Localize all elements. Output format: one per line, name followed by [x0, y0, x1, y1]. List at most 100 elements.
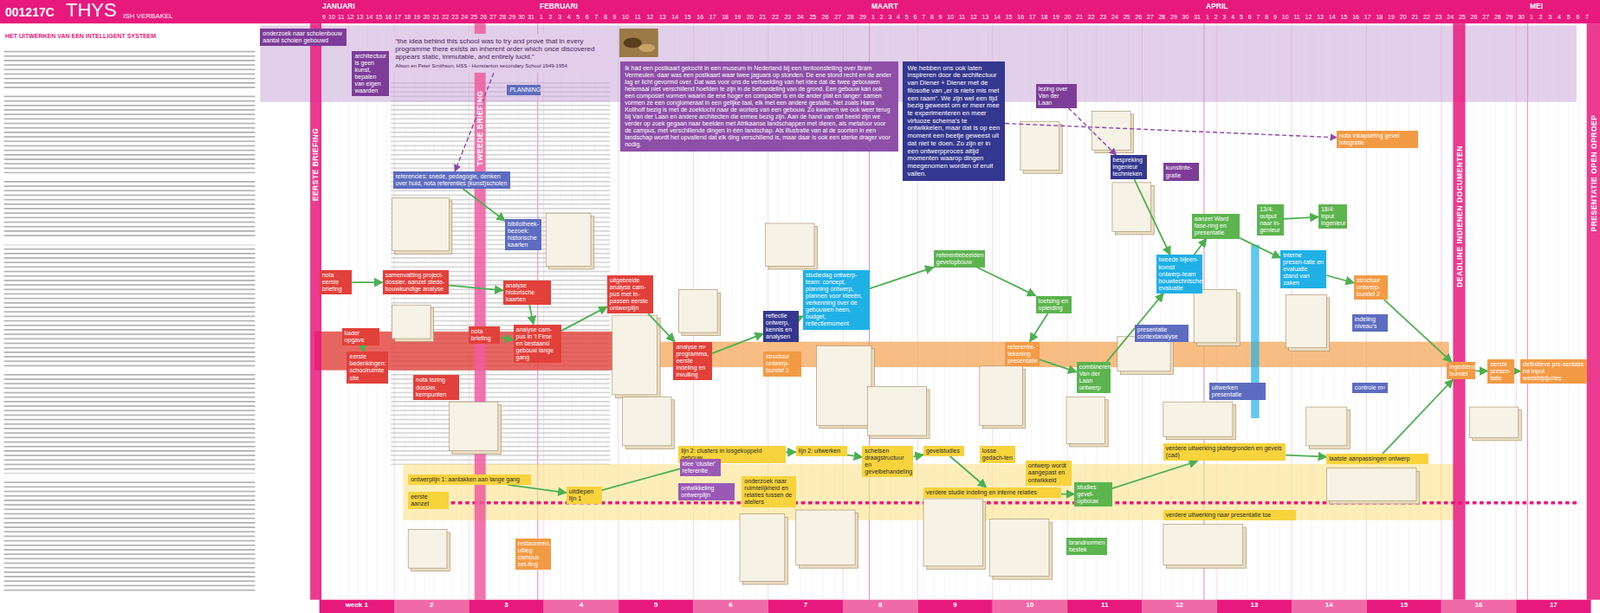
dashed-link	[1068, 108, 1116, 156]
box-text: eerste presen-tatie	[1489, 361, 1512, 383]
task-box: Ik had een postkaart gekocht in een muse…	[620, 61, 898, 153]
task-box: restaureren, uitleg campus set-ting	[515, 538, 551, 571]
box-text: nota eerste briefing	[322, 272, 350, 293]
box-text: schetsen draagstructuur en gevelbehandel…	[864, 447, 911, 476]
week-block	[768, 600, 843, 613]
poster-title: THYS	[65, 0, 117, 20]
task-box: nota inkapseling gevel integratie	[1336, 130, 1419, 149]
week-number: 5	[654, 601, 658, 609]
project-number: 001217C	[5, 5, 55, 20]
task-box: bespreking ingenieur technieken	[1110, 155, 1147, 180]
week-block	[1441, 600, 1516, 613]
box-text: We hebben ons ook laten inspireren door …	[906, 64, 1001, 179]
day-line	[1483, 23, 1485, 601]
week-block	[992, 600, 1068, 613]
week-number: 7	[803, 601, 808, 609]
day-line	[1558, 23, 1560, 601]
task-box: referentie-tekening presentatie	[1004, 342, 1039, 367]
task-box: referencies: snede, pedagogie, denken ov…	[393, 171, 511, 189]
week-block	[1141, 600, 1217, 613]
month-label: MAART	[871, 1, 899, 11]
box-text: ingediend bundel	[1449, 363, 1473, 378]
box-text: structuur ontwerp-bundel 1	[765, 353, 799, 375]
process-arrow	[507, 485, 567, 493]
box-text: interne presen-tatie en evaluatie stand …	[1282, 252, 1324, 287]
task-box: onderzoek naar ruimtelijkheid en relatie…	[741, 476, 796, 508]
process-arrow	[529, 304, 534, 325]
day-line	[1505, 23, 1507, 601]
task-box: verdere studie indeling en interne relat…	[923, 487, 1062, 499]
day-numbers: 9 10 11 12 13 14 15 16 17 18 19 20 21 22…	[322, 13, 535, 20]
process-arrow	[712, 333, 764, 354]
box-text: studiedag ontwerp-team: concept, plannin…	[805, 272, 868, 328]
task-box: referentiebeelden gevelopbouw	[933, 250, 985, 268]
task-box: gevelstudies	[923, 446, 965, 457]
week-block	[1366, 600, 1441, 613]
task-box: schetsen draagstructuur en gevelbehandel…	[861, 446, 914, 478]
box-text: definitieve pre-sentatie na input wedstr…	[1522, 361, 1585, 383]
task-box: presentatie contextanalyse	[1134, 324, 1189, 343]
box-text: referentiebeelden gevelopbouw	[936, 252, 983, 266]
box-text: indeling niveau's	[1354, 316, 1386, 331]
task-box: eerste aanzet	[408, 492, 449, 510]
task-box: kunstinte-gratie	[1163, 162, 1199, 181]
week-block	[319, 600, 395, 613]
dashed-link	[1004, 123, 1337, 138]
week-block	[693, 600, 768, 613]
task-box: analyse historische kaarten	[503, 280, 551, 305]
box-text: analyse cam-pus in 't Firse en bestaand …	[516, 326, 559, 362]
task-box: nota briefing	[468, 326, 501, 344]
box-text: laatste aanpassingen ontwerp	[1328, 455, 1426, 463]
box-text: idee 'cluster' referentie	[682, 460, 719, 475]
week-number: 14	[1325, 601, 1334, 609]
task-box: aanzet Ward fase-ring en presentatie	[1191, 213, 1240, 239]
process-arrow	[1326, 275, 1354, 284]
dashed-link	[454, 72, 494, 172]
box-text: uitdiepen lijn 1	[569, 488, 600, 503]
week-number: 17	[1549, 601, 1558, 609]
box-text: uitwerken presentatie	[1211, 384, 1264, 399]
task-box: bibliotheek-bezoek: historische kaarten	[505, 219, 542, 251]
month-label: MEI	[1529, 1, 1543, 11]
task-box: uitdiepen lijn 1	[566, 486, 603, 505]
task-box: PLANNING	[506, 84, 541, 96]
week-number: 16	[1475, 601, 1484, 609]
box-text: architectuur is geen kunst, bepalen van …	[354, 52, 386, 95]
day-numbers: 1 2 3 4 5 6 7	[1529, 13, 1589, 20]
day-line	[338, 23, 340, 601]
day-line	[376, 23, 378, 601]
box-text: 13/4: output naar in-genieur	[1259, 206, 1282, 234]
task-box: interne presen-tatie en evaluatie stand …	[1280, 250, 1327, 289]
box-text: analyse m² programma, eerste indeling en…	[675, 343, 710, 379]
task-box: definitieve pre-sentatie na input wedstr…	[1520, 359, 1588, 384]
process-arrow	[448, 285, 503, 292]
milestone-label: PRESENTATIE OPEN OPROEP	[1589, 115, 1599, 233]
month-label: JANUARI	[322, 1, 356, 11]
box-text: eerste bedenkingen: schoolruimte site	[349, 353, 385, 382]
day-line	[1495, 23, 1497, 601]
box-text: kader opgave	[344, 330, 378, 344]
day-line	[348, 23, 350, 601]
box-text: bespreking ingenieur technieken	[1113, 156, 1145, 178]
process-arrow	[785, 451, 797, 454]
day-line	[386, 23, 388, 601]
box-text: ontwikkeling ontwerplijn	[680, 485, 732, 499]
box-text: structuur ontwerp-bundel 2	[1356, 277, 1386, 298]
day-line	[1473, 23, 1475, 601]
week-number: 12	[1175, 601, 1184, 609]
task-box: verdere uitwerking naar presentatie toe	[1163, 510, 1296, 521]
box-text: nota lezing dossier, kernpunten	[415, 376, 457, 398]
task-box: onderzoek naar scholenbouw aantal schole…	[259, 28, 347, 46]
day-line	[357, 23, 359, 601]
task-box: combineren Van der Laan ontwerp	[1076, 362, 1112, 394]
milestone-label: EERSTE BRIEFING	[310, 128, 320, 201]
task-box: analyse cam-pus in 't Firse en bestaand …	[513, 324, 562, 363]
process-arrow	[977, 267, 1037, 297]
box-text: verdere uitwerking plattegronden en geve…	[1165, 445, 1283, 460]
box-text: analyse historische kaarten	[505, 282, 549, 304]
box-text: 18/4: input ingenieur	[1321, 206, 1345, 227]
box-text: lijn 2: uitwerken	[798, 447, 845, 455]
box-text: nota inkapseling gevel integratie	[1339, 132, 1416, 147]
week-number: 9	[952, 601, 957, 609]
task-box: structuur ontwerp-bundel 1	[763, 351, 802, 376]
